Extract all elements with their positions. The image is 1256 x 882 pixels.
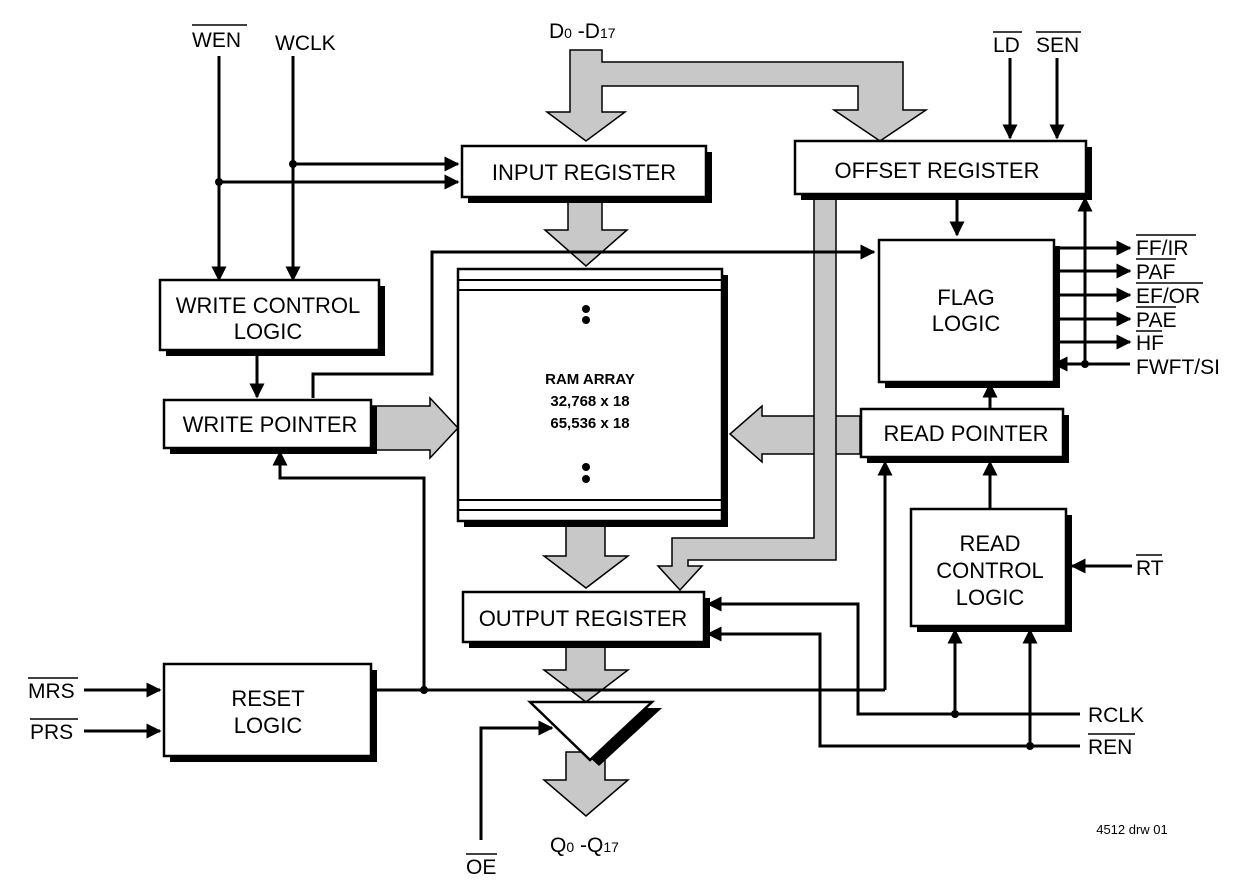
signal-data-out: Q0 -Q17 bbox=[550, 834, 619, 857]
signal-mrs: MRS bbox=[28, 680, 75, 703]
reset-logic-block bbox=[162, 662, 373, 758]
read-pointer-to-ram-bus bbox=[728, 404, 861, 464]
write-pointer-label: WRITE POINTER bbox=[183, 412, 358, 437]
reset-logic-label-1: RESET bbox=[231, 686, 304, 711]
write-control-logic-label-2: LOGIC bbox=[234, 319, 303, 344]
reset-logic-label-2: LOGIC bbox=[234, 713, 303, 738]
read-control-logic-label-1: READ bbox=[959, 531, 1020, 556]
write-pointer-block bbox=[162, 398, 373, 450]
offset-register-label: OFFSET REGISTER bbox=[835, 158, 1040, 183]
signal-ren: REN bbox=[1088, 736, 1132, 759]
signal-fwft-si: FWFT/SI bbox=[1136, 356, 1220, 379]
read-control-logic-label-3: LOGIC bbox=[956, 585, 1025, 610]
signal-rt: RT bbox=[1136, 557, 1164, 580]
ram-array-title: RAM ARRAY bbox=[545, 371, 635, 388]
ram-array-size-2: 65,536 x 18 bbox=[550, 415, 629, 432]
data-in-bus bbox=[544, 49, 929, 142]
signal-pae: PAE bbox=[1136, 309, 1176, 332]
ram-array-size-1: 32,768 x 18 bbox=[550, 393, 629, 410]
write-control-logic-block bbox=[158, 278, 381, 352]
output-register-block bbox=[461, 590, 706, 644]
input-to-ram-bus bbox=[543, 195, 629, 267]
output-to-buffer-bus bbox=[541, 643, 631, 703]
read-pointer-block bbox=[859, 407, 1065, 459]
signal-ef-or: EF/OR bbox=[1136, 285, 1200, 308]
read-control-logic-block bbox=[909, 507, 1068, 628]
flag-logic-block bbox=[877, 238, 1056, 384]
signal-paf: PAF bbox=[1136, 261, 1175, 284]
output-register-label: OUTPUT REGISTER bbox=[479, 606, 688, 631]
signal-sen: SEN bbox=[1036, 34, 1079, 57]
input-register-label: INPUT REGISTER bbox=[492, 160, 676, 185]
signal-ff-ir: FF/IR bbox=[1136, 237, 1189, 260]
offset-register-block bbox=[793, 139, 1088, 196]
output-buffer-triangle bbox=[526, 700, 656, 762]
input-register-block bbox=[460, 144, 708, 199]
write-pointer-to-ram-bus bbox=[371, 396, 460, 460]
flag-logic-label-2: LOGIC bbox=[932, 311, 1001, 336]
signal-rclk: RCLK bbox=[1088, 704, 1144, 727]
offset-to-output-bus bbox=[656, 197, 837, 592]
signal-ld: LD bbox=[993, 34, 1020, 57]
signal-prs: PRS bbox=[30, 721, 73, 744]
ram-to-output-bus bbox=[541, 523, 631, 589]
flag-logic-label-1: FLAG bbox=[937, 285, 994, 310]
signal-oe: OE bbox=[466, 856, 496, 879]
read-pointer-label: READ POINTER bbox=[883, 421, 1048, 446]
data-out-bus bbox=[541, 751, 631, 817]
drawing-id: 4512 drw 01 bbox=[1096, 822, 1168, 837]
signal-wen: WEN bbox=[192, 29, 241, 52]
write-control-logic-label-1: WRITE CONTROL bbox=[176, 293, 361, 318]
read-control-logic-label-2: CONTROL bbox=[936, 558, 1044, 583]
signal-data-in: D0 -D17 bbox=[549, 20, 616, 43]
signal-hf: HF bbox=[1136, 332, 1164, 355]
signal-wclk: WCLK bbox=[275, 32, 336, 55]
